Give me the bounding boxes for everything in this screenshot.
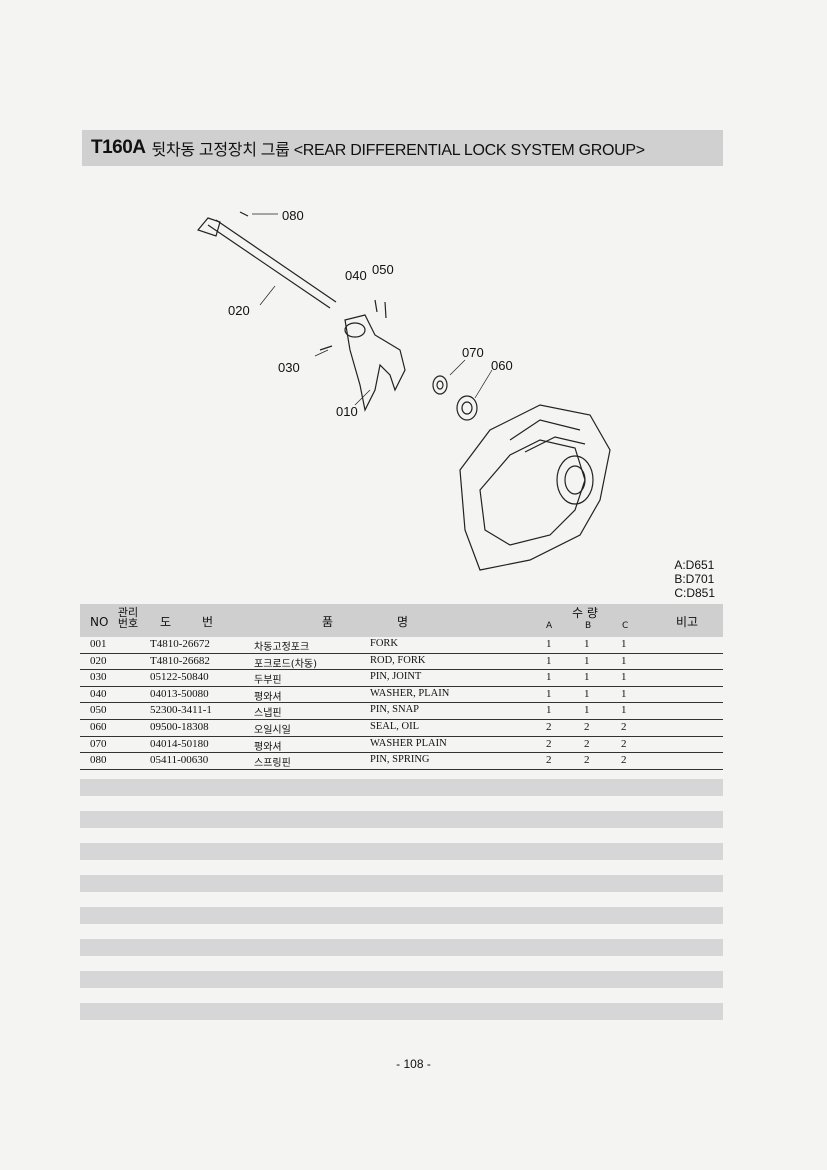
empty-row-stripe xyxy=(80,939,723,956)
model-b: B:D701 xyxy=(674,572,715,586)
callout-060: 060 xyxy=(491,358,513,373)
empty-row-stripe xyxy=(80,1003,723,1020)
empty-row-stripe xyxy=(80,779,723,796)
model-a: A:D651 xyxy=(674,558,715,572)
table-row: 080 05411-00630 스프링핀 PIN, SPRING 2 2 2 xyxy=(80,753,723,770)
transmission-housing-shape xyxy=(459,404,611,571)
group-code: T160A xyxy=(91,137,146,158)
callout-040: 040 xyxy=(345,268,367,283)
table-row: 060 09500-18308 오일시일 SEAL, OIL 2 2 2 xyxy=(80,720,723,737)
header-management-no: 관리 번호 xyxy=(117,606,139,630)
table-row: 040 04013-50080 평와셔 WASHER, PLAIN 1 1 1 xyxy=(80,687,723,704)
model-c: C:D851 xyxy=(674,586,715,600)
header-part-name-1: 품 xyxy=(322,615,334,629)
snap-pin-shape xyxy=(374,299,378,313)
table-row: 030 05122-50840 두부핀 PIN, JOINT 1 1 1 xyxy=(80,670,723,687)
table-row: 001 T4810-26672 차동고정포크 FORK 1 1 1 xyxy=(80,637,723,654)
callout-010: 010 xyxy=(336,404,358,419)
callout-080: 080 xyxy=(282,208,304,223)
empty-table-rows xyxy=(80,779,723,1035)
empty-row-stripe xyxy=(80,811,723,828)
header-part-no-1: 도 xyxy=(160,615,172,629)
header-no: NO xyxy=(90,615,109,629)
callout-050: 050 xyxy=(372,262,394,277)
empty-row-stripe xyxy=(80,907,723,924)
header-remarks: 비고 xyxy=(676,615,699,629)
model-legend: A:D651 B:D701 C:D851 xyxy=(674,558,715,600)
empty-row-stripe xyxy=(80,875,723,892)
table-row: 020 T4810-26682 포크로드(차동) ROD, FORK 1 1 1 xyxy=(80,654,723,671)
header-quantity: 수 량 xyxy=(572,606,598,620)
washer-shape xyxy=(432,375,448,395)
spring-pin-shape xyxy=(239,211,249,217)
header-qty-b: B xyxy=(585,621,592,631)
callout-020: 020 xyxy=(228,303,250,318)
page-number: - 108 - xyxy=(396,1057,431,1071)
joint-pin-shape xyxy=(319,345,333,351)
section-title-bar: T160A 뒷차동 고정장치 그룹 <REAR DIFFERENTIAL LOC… xyxy=(82,130,723,166)
parts-table-body: 001 T4810-26672 차동고정포크 FORK 1 1 1 020 T4… xyxy=(80,637,723,770)
header-part-name-2: 명 xyxy=(397,615,409,629)
header-qty-c: C xyxy=(622,621,629,631)
exploded-parts-diagram: 080 040 050 020 030 070 060 010 xyxy=(180,190,620,580)
callout-030: 030 xyxy=(278,360,300,375)
diagram-svg: 080 040 050 020 030 070 060 010 xyxy=(196,208,611,571)
table-row: 070 04014-50180 평와셔 WASHER PLAIN 2 2 2 xyxy=(80,737,723,754)
fork-shape xyxy=(344,314,406,412)
rod-end-shape xyxy=(196,217,221,237)
group-title: 뒷차동 고정장치 그룹 <REAR DIFFERENTIAL LOCK SYST… xyxy=(151,142,646,159)
callout-070: 070 xyxy=(462,345,484,360)
oil-seal-shape xyxy=(456,395,478,421)
parts-table-header: NO 관리 번호 도 번 품 명 수 량 A B C 비고 xyxy=(80,604,723,637)
fork-rod-shape xyxy=(207,219,337,309)
header-part-no-2: 번 xyxy=(202,615,214,629)
empty-row-stripe xyxy=(80,843,723,860)
header-qty-a: A xyxy=(546,621,553,631)
table-row: 050 52300-3411-1 스냅핀 PIN, SNAP 1 1 1 xyxy=(80,703,723,720)
empty-row-stripe xyxy=(80,971,723,988)
